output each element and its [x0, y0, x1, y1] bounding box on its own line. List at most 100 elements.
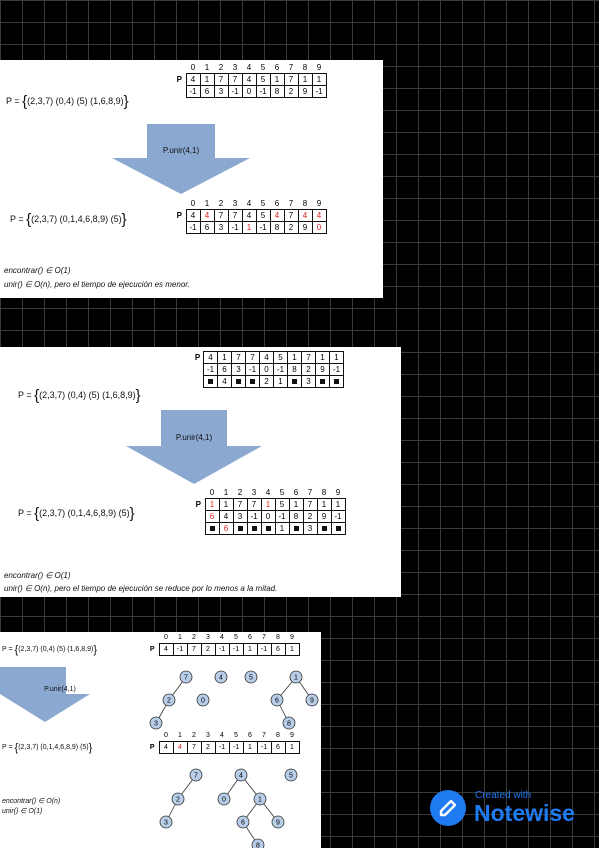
array-cell: P	[176, 75, 182, 84]
array-cell: 9	[315, 363, 330, 376]
array-cell: 4	[218, 510, 234, 523]
array-cell: P	[149, 646, 155, 653]
array-cell	[146, 730, 159, 742]
array-cell: 6	[217, 363, 232, 376]
array-cell: 5	[255, 73, 271, 86]
array-cell	[231, 375, 246, 388]
svg-text:0: 0	[201, 698, 205, 705]
array-cell: 1	[273, 375, 288, 388]
array-cell: 4	[185, 209, 201, 222]
array-cell	[232, 522, 248, 535]
array-cell: 7	[186, 643, 202, 656]
array-cell: 7	[262, 634, 266, 641]
array-cell: -1	[228, 741, 244, 754]
svg-text:1: 1	[258, 797, 262, 804]
array-cell: 5	[273, 351, 288, 364]
empty-square	[208, 379, 213, 384]
tree-node: 6	[236, 815, 250, 829]
array-cell: 1	[329, 351, 344, 364]
array-cell: 0	[241, 85, 257, 98]
array-cell: 7	[301, 351, 316, 364]
empty-square	[251, 526, 257, 531]
array-cell: 1	[311, 73, 327, 86]
empty-square	[265, 526, 271, 531]
svg-text:0: 0	[222, 797, 226, 804]
svg-text:4: 4	[239, 773, 243, 780]
array-cell: 7	[186, 741, 202, 754]
tree-node: 4	[234, 768, 248, 782]
array-cell: 1	[284, 643, 300, 656]
svg-text:5: 5	[249, 675, 253, 682]
equation-before: P = {(2,3,7) (0,4) (5) (1,6,8,9)}	[6, 93, 129, 110]
array-cell	[173, 62, 186, 74]
array-cell: 5	[279, 488, 285, 497]
array-cell: 4	[220, 634, 224, 641]
array-cell: 3	[232, 63, 238, 72]
array-cell: 6	[274, 199, 280, 208]
array-cell: 7	[283, 73, 299, 86]
array-cell: 4	[269, 209, 285, 222]
array-cell: 4	[246, 199, 252, 208]
down-arrow	[0, 667, 90, 722]
array-cell: 8	[269, 85, 285, 98]
array-cell: 2	[192, 634, 196, 641]
array-cell: 2	[200, 643, 216, 656]
array-cell: 1	[218, 498, 234, 511]
array-cell: 7	[262, 732, 266, 739]
array-cell: 6	[204, 510, 220, 523]
array-cell: P	[194, 353, 201, 362]
array-cell: 9	[335, 488, 341, 497]
array-cell: 2	[283, 221, 299, 234]
equation-after: P = {(2,3,7) (0,1,4,6,8,9) (5)}	[18, 505, 135, 522]
array-cell	[246, 522, 262, 535]
array-cell: 3	[232, 199, 238, 208]
array-cell: 1	[284, 741, 300, 754]
array-cell: 9	[297, 221, 313, 234]
array-cell: 0	[190, 63, 196, 72]
array-cell: 9	[316, 199, 322, 208]
down-arrow	[112, 124, 250, 194]
array-cell: 1	[330, 498, 346, 511]
down-arrow	[126, 410, 262, 484]
array-cell: P	[195, 500, 201, 509]
array-cell: -1	[256, 741, 272, 754]
array-cell: 6	[274, 63, 280, 72]
array-cell: 4	[241, 209, 257, 222]
empty-square	[236, 379, 241, 384]
note-encontrar: encontrar() ∈ O(n)	[2, 798, 61, 805]
array-cell: 2	[301, 363, 316, 376]
array-cell: 3	[206, 732, 210, 739]
tree-node: 5	[244, 670, 258, 684]
array-cell: 7	[307, 488, 313, 497]
array-cell	[173, 86, 186, 98]
array-cell: 4	[203, 351, 218, 364]
array-cell	[287, 375, 302, 388]
operation-label: P.unir(4,1)	[162, 146, 200, 155]
array-cell: 7	[302, 498, 318, 511]
empty-square	[237, 526, 243, 531]
array-cell: -1	[255, 85, 271, 98]
array-cell: -1	[311, 85, 327, 98]
array-cell: 1	[260, 498, 276, 511]
array-cell: 9	[316, 510, 332, 523]
array-cell: 7	[288, 63, 294, 72]
array-cell: 3	[301, 375, 316, 388]
array-cell: -1	[228, 643, 244, 656]
note-unir: unir() ∈ O(n), pero el tiempo de ejecuci…	[4, 584, 278, 593]
array-cell	[192, 523, 205, 535]
array-cell: 1	[199, 73, 215, 86]
svg-text:5: 5	[289, 773, 293, 780]
array-cell: 4	[220, 732, 224, 739]
array-cell: 1	[204, 63, 210, 72]
array-cell: 4	[297, 209, 313, 222]
array-cell: 5	[234, 732, 238, 739]
array-cell: 1	[223, 488, 229, 497]
array-cell: 4	[185, 73, 201, 86]
array-cell: 5	[274, 498, 290, 511]
array-cell: 2	[218, 63, 224, 72]
